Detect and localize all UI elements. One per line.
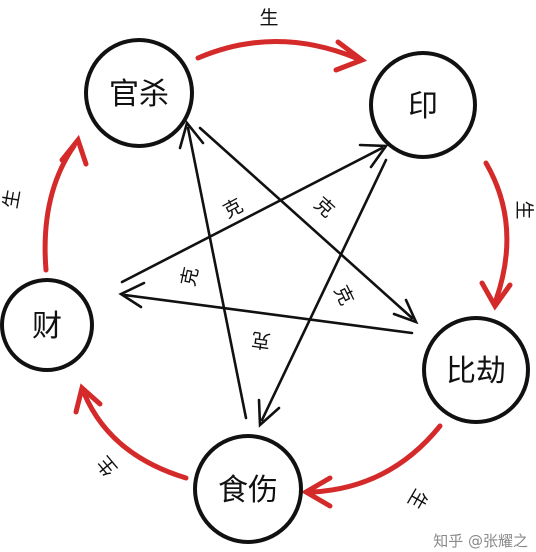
control-arrowhead-guansha-to-bijie <box>392 298 419 325</box>
node-yin-circle <box>369 51 477 159</box>
node-yin-label: 印 <box>408 89 438 124</box>
control-label-bijie-to-cai: 克 <box>250 328 272 352</box>
control-labels: 克 克 克 克 克 <box>177 193 357 352</box>
control-label-yin-to-shishang: 克 <box>329 282 357 309</box>
generate-arrowhead-yin-to-bijie <box>479 280 513 311</box>
node-cai-circle <box>0 278 94 372</box>
generate-arrow-yin-to-bijie <box>483 160 510 303</box>
generate-cycle <box>42 39 513 509</box>
watermark-text: 知乎 @张耀之 <box>433 532 528 550</box>
node-guansha: 官杀 <box>84 38 194 148</box>
control-arrow-yin-to-shishang <box>260 158 388 422</box>
node-bijie-circle <box>422 316 530 424</box>
generate-arrowhead-bijie-to-shishang <box>301 475 333 509</box>
generate-label-yin-to-bijie: 生 <box>513 200 535 219</box>
generate-label-bijie-to-shishang: 生 <box>403 485 432 512</box>
control-arrowhead-yin-to-shishang <box>257 398 281 428</box>
node-cai: 财 <box>0 278 94 372</box>
node-shishang-label: 食伤 <box>218 473 278 508</box>
control-arrowhead-cai-to-yin <box>358 143 389 169</box>
generate-label-shishang-to-cai: 生 <box>93 452 122 481</box>
generate-label-cai-to-guansha: 生 <box>0 188 25 211</box>
generate-arrowhead-shishang-to-cai <box>73 383 103 415</box>
node-guansha-label: 官杀 <box>109 77 169 112</box>
node-yin: 印 <box>369 51 477 159</box>
control-label-shishang-to-guansha: 克 <box>177 265 202 288</box>
control-cycle <box>118 120 419 428</box>
control-label-guansha-to-bijie: 克 <box>310 193 339 222</box>
control-arrow-bijie-to-cai <box>123 293 414 335</box>
node-cai-label: 财 <box>32 309 62 344</box>
generate-arrow-cai-to-guansha <box>42 143 77 273</box>
node-shishang: 食伤 <box>193 434 303 544</box>
generate-arrowhead-guansha-to-yin <box>333 39 368 73</box>
control-arrow-shishang-to-guansha <box>186 126 248 420</box>
generate-label-guansha-to-yin: 生 <box>259 7 278 29</box>
generate-arrowhead-cai-to-guansha <box>59 134 89 167</box>
node-bijie-label: 比劫 <box>446 354 506 389</box>
control-arrowhead-shishang-to-guansha <box>178 120 205 150</box>
generate-arrow-guansha-to-yin <box>195 39 359 61</box>
generate-arrow-shishang-to-cai <box>81 390 189 481</box>
node-guansha-circle <box>84 38 194 148</box>
node-shishang-circle <box>193 434 303 544</box>
control-arrow-guansha-to-bijie <box>198 126 414 320</box>
generate-arrow-bijie-to-shishang <box>309 423 443 495</box>
control-arrowhead-bijie-to-cai <box>118 281 146 309</box>
node-bijie: 比劫 <box>422 316 530 424</box>
control-arrow-cai-to-yin <box>120 146 384 284</box>
